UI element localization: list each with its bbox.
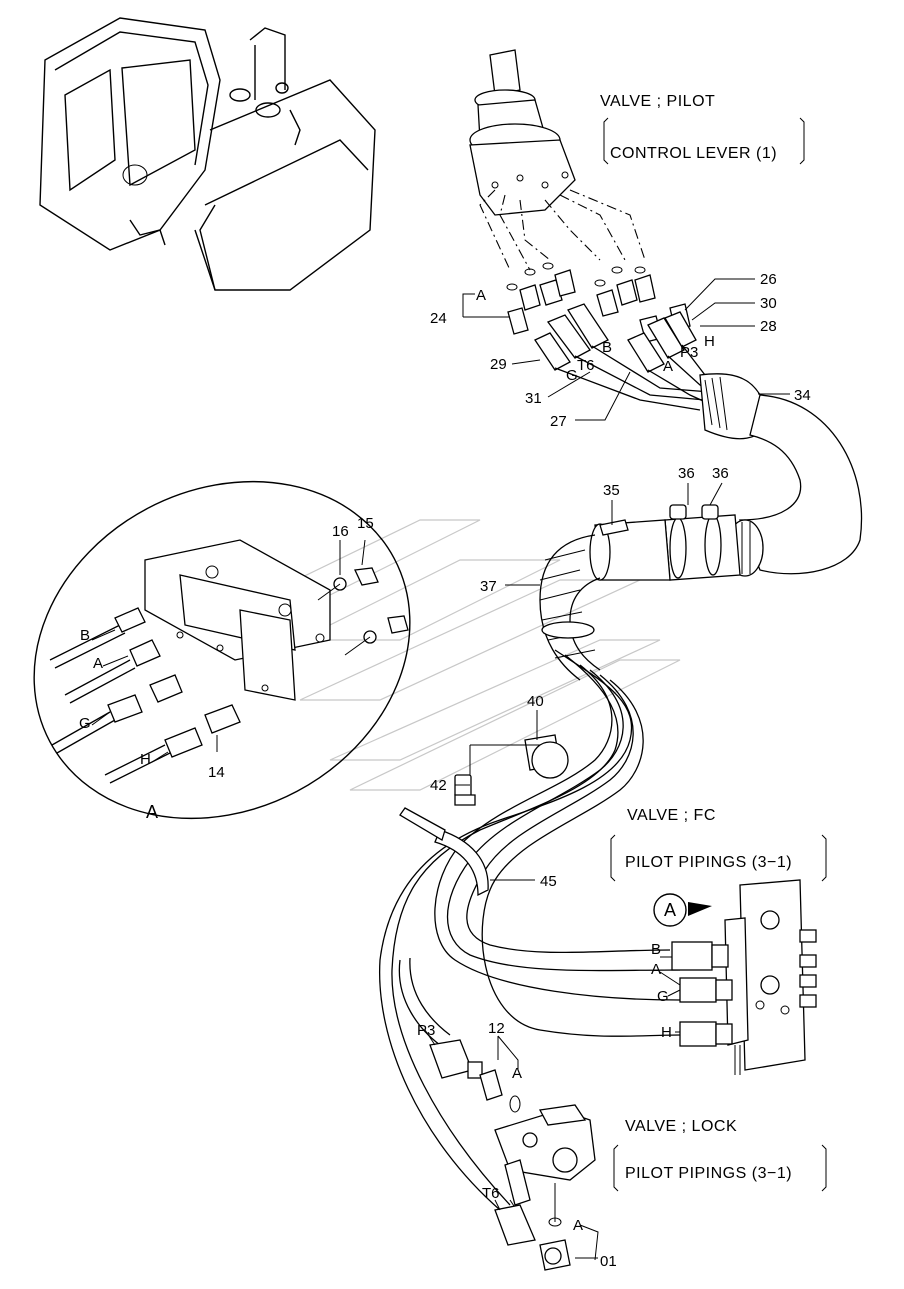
port-label-a-fc: A xyxy=(651,961,661,978)
valve-lock-subtitle: PILOT PIPINGS (3−1) xyxy=(625,1165,792,1182)
bolt-42 xyxy=(454,741,569,806)
port-label-p3-upper: P3 xyxy=(680,344,698,361)
detail-port-label-h: H xyxy=(140,751,151,768)
hose-adapter-35 xyxy=(589,519,671,581)
part-number-28: 28 xyxy=(760,318,777,335)
excavator-cab-illustration xyxy=(39,17,376,291)
valve-pilot-title: VALVE ; PILOT xyxy=(600,93,715,110)
port-label-a-lock-upper: A xyxy=(512,1065,522,1082)
part-number-34: 34 xyxy=(794,387,811,404)
fc-hose-fittings xyxy=(671,941,741,1075)
detail-a-circle xyxy=(33,480,411,820)
part-number-24: 24 xyxy=(430,310,447,327)
valve-lock-title: VALVE ; LOCK xyxy=(625,1118,737,1135)
part-number-42: 42 xyxy=(430,777,447,794)
pilot-fittings xyxy=(506,262,691,343)
pilot-valve-body xyxy=(469,49,576,216)
port-label-a-right-upper: A xyxy=(663,358,673,375)
port-label-b-fc: B xyxy=(651,941,661,958)
part-number-37: 37 xyxy=(480,578,497,595)
detail-ref-marker-label: A xyxy=(664,900,676,920)
part-number-29: 29 xyxy=(490,356,507,373)
valve-pilot-subtitle: CONTROL LEVER (1) xyxy=(610,145,777,162)
port-label-g-upper: G xyxy=(566,367,578,384)
port-label-h-fc: H xyxy=(661,1024,672,1041)
hose-clamps-36 xyxy=(664,504,741,581)
lock-valve-fittings xyxy=(429,1039,571,1271)
port-label-b-upper: B xyxy=(602,339,612,356)
pilot-dashed-leaders xyxy=(479,189,646,271)
part-number-31: 31 xyxy=(525,390,542,407)
part-number-12: 12 xyxy=(488,1020,505,1037)
port-label-t6-lower: T6 xyxy=(482,1185,500,1202)
leader-lines xyxy=(91,278,790,1261)
part-number-36-left: 36 xyxy=(678,465,695,482)
detail-port-label-g: G xyxy=(79,715,91,732)
valve-fc-subtitle: PILOT PIPINGS (3−1) xyxy=(625,854,792,871)
part-number-45: 45 xyxy=(540,873,557,890)
part-number-01: 01 xyxy=(600,1253,617,1270)
callout-brackets xyxy=(603,117,827,1192)
detail-port-label-b: B xyxy=(80,627,90,644)
part-number-14: 14 xyxy=(208,764,225,781)
part-number-16: 16 xyxy=(332,523,349,540)
part-number-27: 27 xyxy=(550,413,567,430)
spiral-guard-37 xyxy=(539,534,601,681)
lock-valve-body xyxy=(494,1104,596,1216)
part-number-26: 26 xyxy=(760,271,777,288)
cable-tie-45 xyxy=(399,807,489,897)
port-label-h-upper: H xyxy=(704,333,715,350)
part-number-40: 40 xyxy=(527,693,544,710)
port-label-p3-lower: P3 xyxy=(417,1022,435,1039)
fc-valve-body xyxy=(724,879,817,1071)
part-number-35: 35 xyxy=(603,482,620,499)
port-label-t6-upper: T6 xyxy=(577,357,595,374)
hose-ends-upper xyxy=(534,303,697,373)
part-number-15: 15 xyxy=(357,515,374,532)
detail-ref-marker xyxy=(653,893,712,927)
part-number-36-right: 36 xyxy=(712,465,729,482)
part-number-30: 30 xyxy=(760,295,777,312)
port-label-a-upper: A xyxy=(476,287,486,304)
port-label-g-fc: G xyxy=(657,988,669,1005)
port-label-a-lock-lower: A xyxy=(573,1217,583,1234)
detail-a-label: A xyxy=(146,802,158,822)
valve-fc-title: VALVE ; FC xyxy=(627,807,716,824)
detail-port-label-a: A xyxy=(93,655,103,672)
